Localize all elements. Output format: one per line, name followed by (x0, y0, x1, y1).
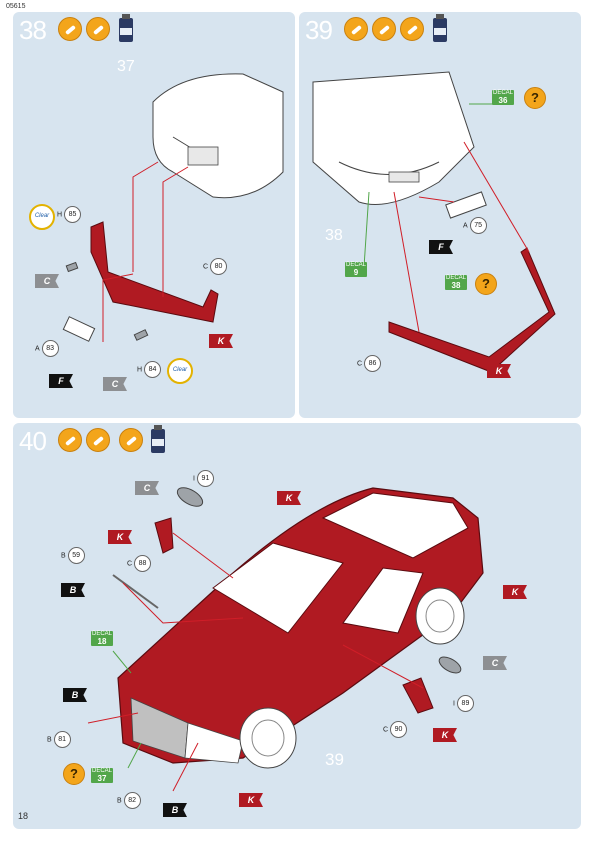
part-tree-k-flag: K (209, 334, 233, 348)
paint-brush-icon (86, 428, 110, 452)
paint-brush-icon (372, 17, 396, 41)
assembly-ref: 39 (325, 750, 344, 769)
part-tree-k-flag-2: K (277, 491, 301, 505)
glue-icon (344, 17, 368, 41)
part-tree-k-flag-3: K (503, 585, 527, 599)
part-tree-c-flag-2: C (103, 377, 127, 391)
paint-bottle-icon (151, 425, 165, 453)
part-tree-c-flag: C (135, 481, 159, 495)
glue-icon (58, 17, 82, 41)
paint-bottle-icon (433, 14, 447, 42)
assembly-ref: 38 (325, 227, 343, 244)
decal-icon (119, 428, 143, 452)
step-39-drawing (312, 71, 556, 373)
step-number: 40 (19, 426, 47, 456)
part-tree-k-flag: K (108, 530, 132, 544)
question-icon-2: ? (475, 273, 497, 295)
part-tree-b-flag-2: B (63, 688, 87, 702)
step-number: 39 (305, 15, 333, 45)
part-tree-b-flag-3: B (163, 803, 187, 817)
clear-badge-icon-2: Clear (167, 358, 193, 384)
page-number: 18 (18, 811, 29, 821)
glue-icon (58, 428, 82, 452)
step-38-drawing (62, 73, 284, 342)
part-tree-c-flag: C (35, 274, 59, 288)
assembly-ref: 37 (117, 58, 135, 75)
part-tree-b-flag: B (61, 583, 85, 597)
document-code: 05615 (6, 3, 26, 10)
step-number: 38 (19, 15, 47, 45)
paint-brush-icon (86, 17, 110, 41)
question-icon: ? (524, 87, 546, 109)
part-tree-f-flag: F (429, 240, 453, 254)
part-tree-k-flag: K (487, 364, 511, 378)
part-tree-k-flag-4: K (433, 728, 457, 742)
question-icon: ? (63, 763, 85, 785)
part-tree-f-flag: F (49, 374, 73, 388)
step-40-drawing (87, 487, 484, 792)
paint-bottle-icon (119, 14, 133, 42)
part-tree-k-flag-5: K (239, 793, 263, 807)
decal-icon (400, 17, 424, 41)
part-tree-c-flag-2: C (483, 656, 507, 670)
clear-badge-icon: Clear (29, 204, 55, 230)
